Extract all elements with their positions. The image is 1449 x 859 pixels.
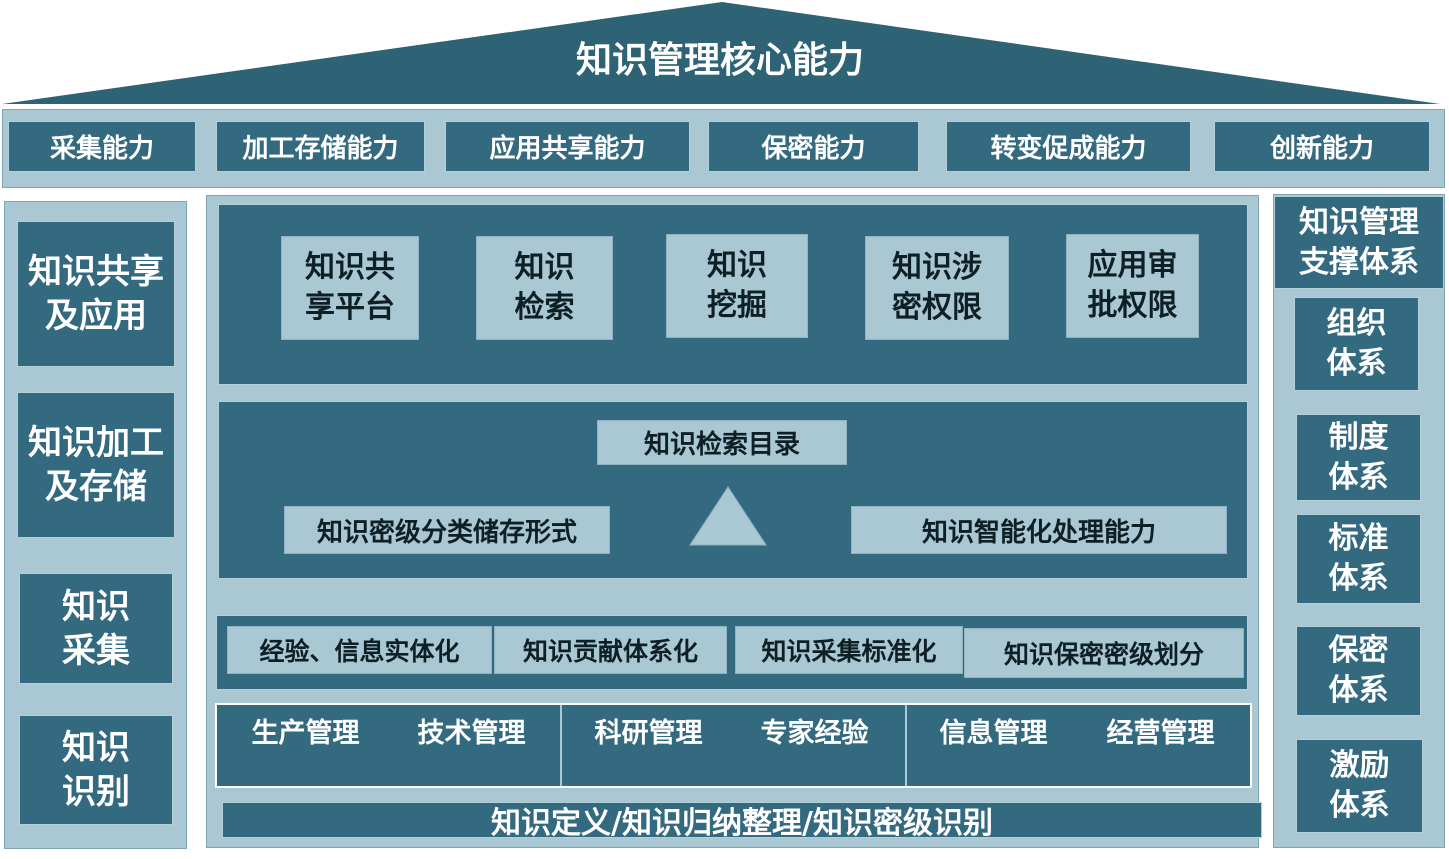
source-expert: 专家经验 bbox=[760, 717, 869, 749]
capability-apply-share: 应用共享能力 bbox=[445, 121, 690, 172]
base-strip: 知识定义/知识归纳整理/知识密级识别 bbox=[222, 802, 1262, 841]
source-research: 科研管理 bbox=[594, 717, 703, 749]
roof-title: 知识管理核心能力 bbox=[575, 40, 864, 81]
capability-confidential: 保密能力 bbox=[708, 121, 919, 172]
support-confidential: 保密体系 bbox=[1296, 626, 1421, 716]
left-identify: 知识识别 bbox=[19, 715, 173, 825]
sources-panel bbox=[215, 703, 1252, 788]
support-incentive: 激励体系 bbox=[1296, 739, 1423, 833]
support-regulation: 制度体系 bbox=[1296, 414, 1421, 501]
source-production: 生产管理 bbox=[251, 717, 360, 749]
roof bbox=[2, 2, 1440, 104]
capability-collect: 采集能力 bbox=[8, 121, 196, 172]
source-information: 信息管理 bbox=[939, 717, 1048, 749]
sources-divider bbox=[905, 705, 907, 786]
source-operations: 经营管理 bbox=[1106, 717, 1215, 749]
left-process-store: 知识加工及存储 bbox=[17, 392, 175, 538]
module-approval-permission: 应用审批权限 bbox=[1066, 234, 1199, 338]
foundation-entity: 经验、信息实体化 bbox=[227, 626, 492, 674]
capability-process-store: 加工存储能力 bbox=[216, 121, 425, 172]
module-classified-permission: 知识涉密权限 bbox=[865, 236, 1009, 340]
classified-storage: 知识密级分类储存形式 bbox=[284, 506, 610, 554]
triangle-icon bbox=[689, 486, 767, 546]
foundation-classification: 知识保密密级划分 bbox=[964, 628, 1244, 678]
foundation-standard: 知识采集标准化 bbox=[735, 626, 963, 674]
sources-divider bbox=[560, 705, 562, 786]
left-share-apply: 知识共享及应用 bbox=[17, 221, 175, 367]
roof-shape bbox=[2, 2, 1440, 104]
intelligent-processing: 知识智能化处理能力 bbox=[851, 506, 1227, 554]
foundation-contribution: 知识贡献体系化 bbox=[494, 626, 727, 674]
module-share-platform: 知识共享平台 bbox=[281, 236, 419, 340]
module-mining: 知识挖掘 bbox=[666, 234, 808, 338]
support-organization: 组织体系 bbox=[1294, 297, 1419, 391]
source-technology: 技术管理 bbox=[417, 717, 526, 749]
left-collect: 知识采集 bbox=[19, 573, 173, 684]
capability-transform: 转变促成能力 bbox=[946, 121, 1191, 172]
capability-innovate: 创新能力 bbox=[1214, 121, 1430, 172]
support-standard: 标准体系 bbox=[1296, 514, 1421, 604]
search-catalog: 知识检索目录 bbox=[597, 420, 847, 465]
module-search: 知识检索 bbox=[476, 236, 613, 340]
right-header: 知识管理支撑体系 bbox=[1274, 196, 1444, 289]
